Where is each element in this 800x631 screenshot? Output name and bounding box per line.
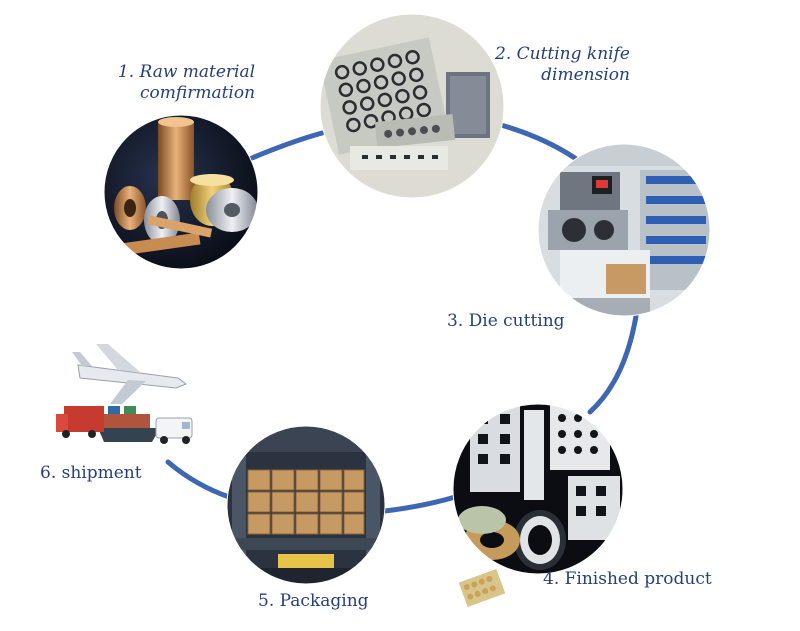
step-4-label: 4. Finished product [543, 569, 712, 589]
raw-material-rolls-photo [103, 114, 259, 270]
die-cutting-machine-photo [537, 143, 711, 317]
step-3-label: 3. Die cutting [447, 311, 565, 331]
step-5-label: 5. Packaging [258, 591, 369, 611]
arc-2-to-3 [487, 119, 585, 166]
truck-icon [56, 406, 104, 438]
step-6-label: 6. shipment [40, 463, 142, 483]
arc-4-to-5 [382, 494, 458, 514]
shipment-vehicles-icon [56, 344, 193, 444]
packaging-boxes-photo [226, 425, 386, 585]
arc-5-to-6 [165, 459, 232, 500]
step-2-label: 2. Cutting knife dimension [495, 44, 630, 86]
step-2-label-line1: 2. Cutting knife [495, 44, 630, 64]
step-1-label: 1. Raw material comfirmation [94, 62, 255, 104]
finished-product-photo [452, 403, 624, 608]
arc-1-to-2 [249, 130, 325, 161]
step-1-label-line1: 1. Raw material [117, 62, 256, 82]
van-icon [155, 417, 193, 444]
step-1-label-line2: comfirmation [140, 83, 256, 103]
cutting-die-plates-photo [319, 13, 505, 199]
airplane-icon [72, 344, 188, 404]
step-2-label-line2: dimension [541, 65, 630, 85]
arc-3-to-4 [587, 313, 639, 415]
ship-icon [98, 406, 160, 442]
loose-label-strip [458, 568, 506, 608]
